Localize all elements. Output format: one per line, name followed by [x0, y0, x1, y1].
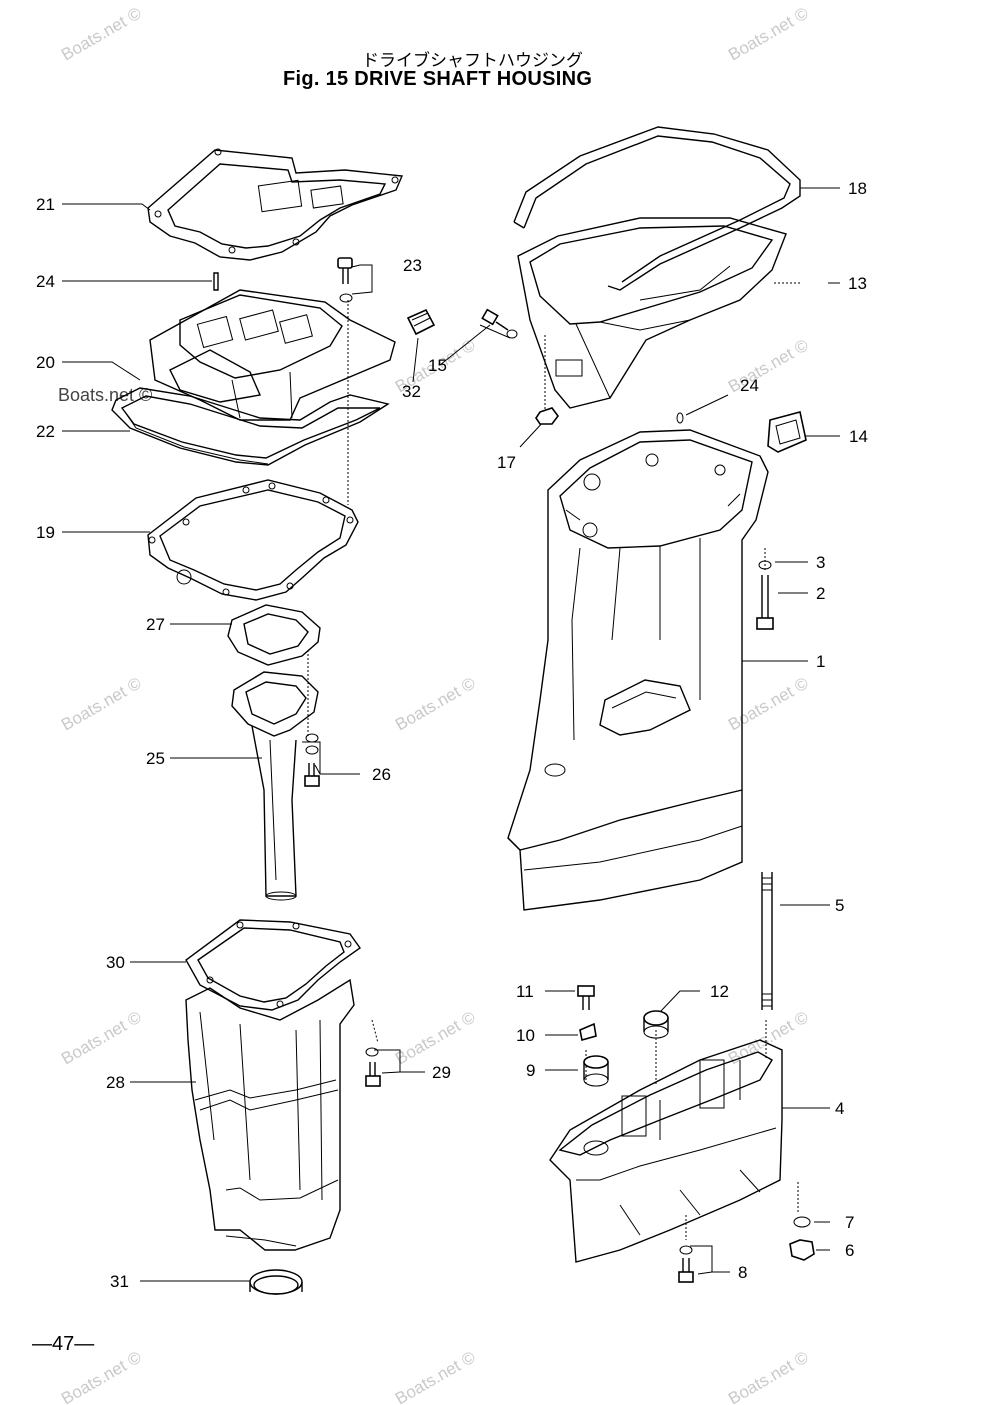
- pin-24: [213, 272, 219, 291]
- gasket-19: [147, 479, 359, 601]
- callout-5: 5: [835, 896, 845, 915]
- callout-24: 24: [36, 272, 55, 291]
- callout-8: 8: [738, 1263, 748, 1282]
- callout-12: 12: [710, 982, 729, 1001]
- callout-29: 29: [432, 1063, 451, 1082]
- watermark: Boats.net ©: [58, 385, 153, 405]
- washer-7: [793, 1216, 811, 1228]
- callout-7: 7: [845, 1213, 855, 1232]
- page-number: —47—: [32, 1333, 95, 1355]
- lower-cover-13: [517, 217, 787, 409]
- seal-18: [513, 126, 801, 291]
- bolt-26: [304, 733, 320, 787]
- lower-housing-4: [549, 1039, 783, 1263]
- nut-17: [535, 407, 559, 425]
- callout-19: 19: [36, 523, 55, 542]
- bolt-2: [756, 575, 774, 630]
- exhaust-tube-25: [231, 671, 319, 901]
- callout-13: 13: [848, 274, 867, 293]
- gasket-21: [147, 148, 404, 261]
- callout-26: 26: [372, 765, 391, 784]
- washer-3: [758, 560, 772, 570]
- seal-22: [111, 387, 390, 466]
- callout-11: 11: [516, 982, 534, 1001]
- leader-lines-right: [439, 187, 840, 1275]
- callout-4: 4: [835, 1099, 845, 1118]
- callout-20: 20: [36, 353, 55, 372]
- callout-1: 1: [816, 652, 826, 671]
- exhaust-housing-28: [185, 978, 355, 1251]
- grommet-9: [583, 1055, 609, 1087]
- adapter-plate-20: [149, 289, 396, 421]
- gasket-30: [185, 919, 361, 1011]
- bolt-23: [337, 257, 353, 303]
- bolt-15: [481, 308, 518, 339]
- callout-31: 31: [110, 1272, 129, 1291]
- callout-32: 32: [402, 382, 421, 401]
- callout-15: 15: [428, 356, 447, 375]
- title-japanese: ドライブシャフトハウジング: [362, 51, 583, 71]
- callout-2: 2: [816, 584, 826, 603]
- bolt-29: [365, 1047, 381, 1087]
- callout-23: 23: [403, 256, 422, 275]
- callout-21: 21: [36, 195, 55, 214]
- callout-30: 30: [106, 953, 125, 972]
- bolt-8: [678, 1245, 694, 1283]
- callout-27: 27: [146, 615, 165, 634]
- callout-22: 22: [36, 422, 55, 441]
- figure-title: Fig. 15 DRIVE SHAFT HOUSING: [283, 68, 593, 90]
- plug-12: [643, 1010, 669, 1039]
- callout-24-right: 24: [740, 376, 759, 395]
- nut-6: [789, 1239, 815, 1261]
- callout-9: 9: [526, 1061, 536, 1080]
- plug-32: [406, 308, 436, 336]
- gasket-27: [227, 604, 321, 666]
- plate-10: [579, 1022, 597, 1042]
- leader-lines: [62, 203, 425, 1282]
- callout-6: 6: [845, 1241, 855, 1260]
- seal-31: [249, 1269, 303, 1295]
- grommet-14: [767, 411, 807, 453]
- callout-18: 18: [848, 179, 867, 198]
- stud-5: [761, 872, 773, 1010]
- callout-28: 28: [106, 1073, 125, 1092]
- callout-17: 17: [497, 453, 516, 472]
- callout-14: 14: [849, 427, 868, 446]
- drive-shaft-housing-1: [507, 429, 769, 911]
- callout-3: 3: [816, 553, 826, 572]
- bolt-11: [577, 985, 595, 1010]
- callout-10: 10: [516, 1026, 535, 1045]
- pin-24-right: [676, 412, 684, 424]
- callout-25: 25: [146, 749, 165, 768]
